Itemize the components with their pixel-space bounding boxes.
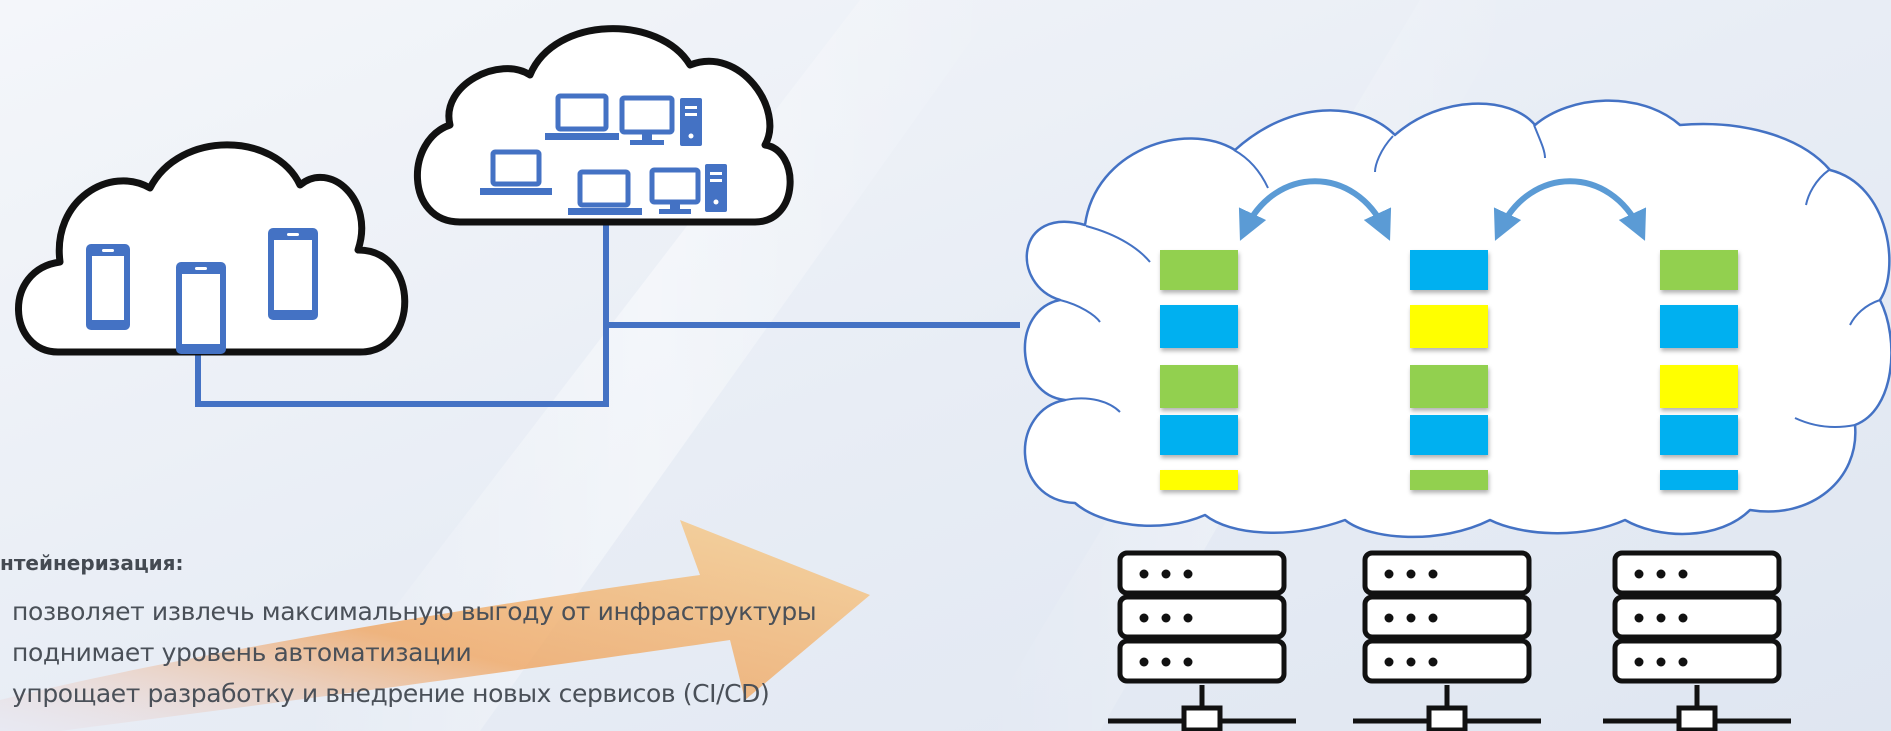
mobile-cloud xyxy=(15,141,409,356)
caption-bullet: поднимает уровень автоматизации xyxy=(12,638,472,667)
container-block xyxy=(1660,365,1738,408)
container-block xyxy=(1660,305,1738,348)
curved-double-arrow-icon xyxy=(1493,178,1647,241)
laptop-icon xyxy=(480,149,552,195)
container-block xyxy=(1660,250,1738,290)
container-block xyxy=(1160,415,1238,455)
smartphone-icon xyxy=(86,244,130,330)
curved-double-arrow-icon xyxy=(1238,178,1392,241)
smartphone-icon xyxy=(268,228,318,320)
desktop-tower-icon xyxy=(680,98,702,146)
container-block xyxy=(1660,470,1738,490)
container-block xyxy=(1410,305,1488,348)
desktop-tower-icon xyxy=(705,164,727,212)
background-light-band xyxy=(300,0,1000,731)
laptop-icon xyxy=(545,93,619,140)
container-block xyxy=(1410,250,1488,290)
container-block xyxy=(1160,305,1238,348)
growth-arrow xyxy=(0,520,870,731)
container-block xyxy=(1410,415,1488,455)
container-stacks xyxy=(1160,250,1738,490)
smartphone-icon xyxy=(176,262,226,354)
container-block xyxy=(1660,415,1738,455)
network-connections xyxy=(195,222,1020,407)
connection-mobile xyxy=(195,222,609,407)
caption-title: нтейнеризация: xyxy=(0,551,184,575)
container-block xyxy=(1160,470,1238,490)
caption-bullet: упрощает разработку и внедрение новых се… xyxy=(12,679,770,708)
server-group xyxy=(1108,550,1791,731)
container-block xyxy=(1160,250,1238,290)
container-block xyxy=(1410,365,1488,408)
caption-bullet: позволяет извлечь максимальную выгоду от… xyxy=(12,597,817,626)
container-block xyxy=(1160,365,1238,408)
monitor-icon xyxy=(649,167,701,214)
monitor-icon xyxy=(619,95,675,145)
server-rack-icon xyxy=(1353,550,1541,731)
server-rack-icon xyxy=(1603,550,1791,731)
migration-arrows xyxy=(1238,178,1647,241)
desktop-cloud xyxy=(414,25,794,226)
cloud-inner-contour xyxy=(1059,124,1881,428)
server-rack-icon xyxy=(1108,550,1296,731)
laptop-icon xyxy=(568,169,642,215)
container-block xyxy=(1410,470,1488,490)
